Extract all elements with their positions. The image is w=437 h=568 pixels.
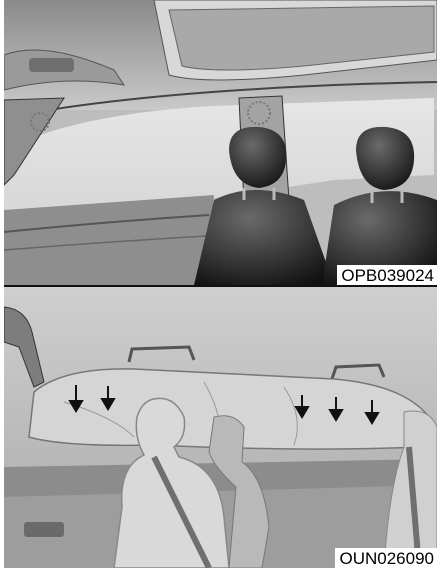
figure-code-bottom: OUN026090 [335,548,437,568]
figure-code-top: OPB039024 [337,265,437,285]
figure-top-interior-pillars: OPB039024 [4,0,437,287]
interior-illustration-top [4,0,437,285]
figure-bottom-curtain-airbag: OUN026090 [4,287,437,568]
curtain-airbag-illustration [4,287,437,568]
